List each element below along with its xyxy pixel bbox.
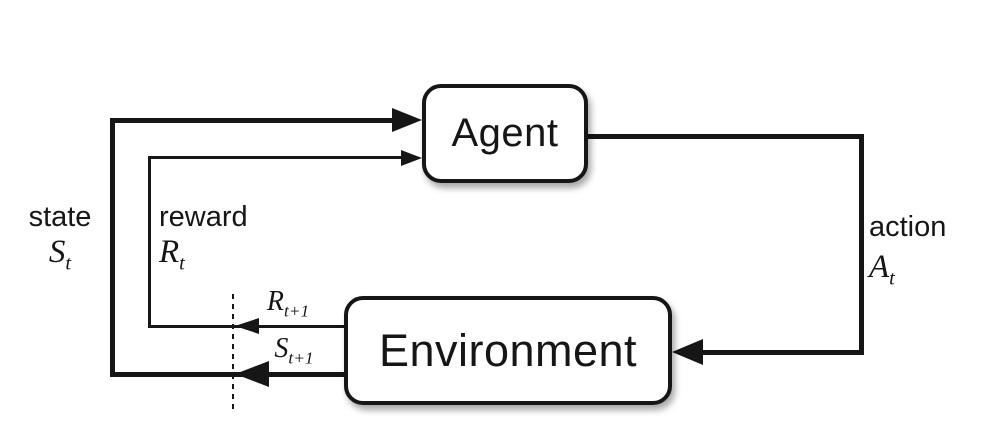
next-reward-symbol-base: R	[266, 286, 284, 317]
state-line-top-segment	[110, 118, 395, 123]
next-reward-symbol: Rt+1	[246, 286, 330, 321]
action-line-bottom-segment	[698, 350, 864, 355]
reward-arrowhead-icon	[401, 150, 422, 166]
action-symbol-subscript: t	[889, 267, 895, 290]
reward-symbol-subscript: t	[179, 252, 185, 275]
state-symbol-subscript: t	[65, 252, 72, 275]
state-line-left-segment	[110, 118, 115, 377]
next-state-symbol-base: S	[274, 333, 289, 364]
action-line-top-segment	[586, 134, 864, 139]
state-line-bottom-segment	[110, 372, 344, 377]
environment-box-label: Environment	[378, 324, 638, 376]
time-boundary-dashed-line	[232, 294, 234, 413]
agent-box-label: Agent	[451, 111, 559, 155]
state-symbol: St	[14, 234, 106, 274]
state-arrowhead-icon	[392, 108, 422, 132]
action-label: action	[869, 211, 947, 243]
next-state-symbol-subscript: t+1	[288, 348, 314, 368]
state-label: state	[28, 201, 92, 233]
agent-box: Agent	[422, 84, 588, 183]
next-state-arrowhead-icon	[235, 361, 269, 387]
reward-line-top-segment	[148, 156, 402, 159]
reward-label: reward	[159, 201, 248, 233]
next-reward-symbol-subscript: t+1	[283, 301, 310, 321]
action-line-right-segment	[859, 134, 864, 355]
state-symbol-base: S	[48, 234, 66, 270]
reward-symbol: Rt	[159, 234, 249, 274]
reward-line-left-segment	[148, 156, 151, 328]
action-symbol-base: A	[869, 249, 890, 285]
action-symbol: At	[869, 249, 959, 289]
action-arrowhead-icon	[672, 339, 703, 365]
next-reward-arrowhead-icon	[235, 318, 259, 334]
reward-symbol-base: R	[159, 234, 180, 270]
environment-box: Environment	[344, 296, 672, 405]
next-state-symbol: St+1	[252, 333, 336, 368]
